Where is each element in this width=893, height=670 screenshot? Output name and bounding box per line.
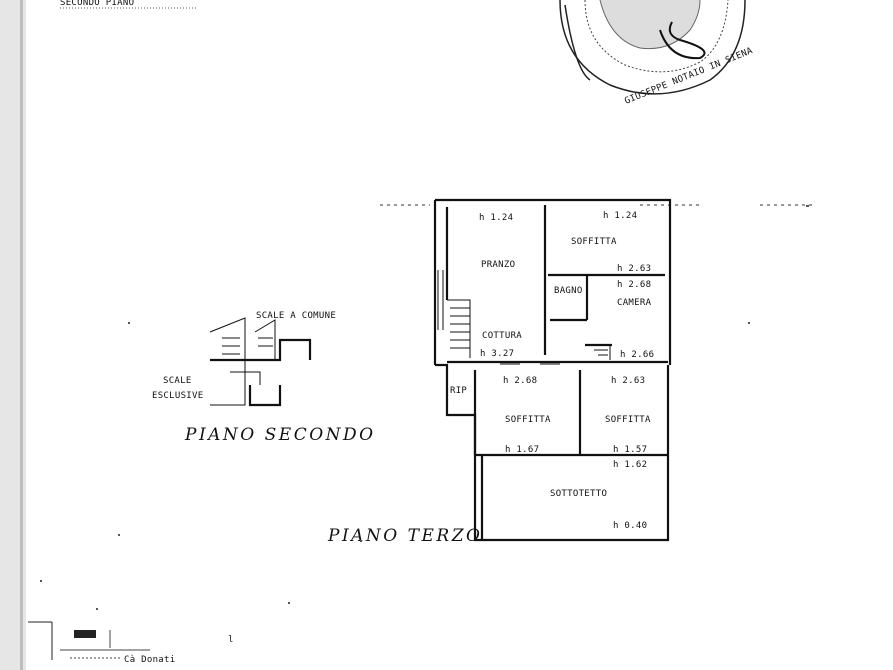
scan-marks [40, 205, 809, 610]
room-cottura: COTTURA [482, 331, 522, 341]
height-camera-bottom: h 2.66 [620, 350, 654, 360]
height-soffitta-top: h 1.24 [603, 211, 637, 221]
height-soffitta-bottom: h 2.63 [617, 264, 651, 274]
height-sottotetto-bottom: h 0.40 [613, 521, 647, 531]
room-soffitta-left: SOFFITTA [505, 415, 551, 425]
mark-l: l [228, 635, 234, 645]
height-pranzo-top: h 1.24 [479, 213, 513, 223]
room-soffitta-right: SOFFITTA [605, 415, 651, 425]
room-pranzo: PRANZO [481, 260, 515, 270]
height-soffitta-right-top: h 2.63 [611, 376, 645, 386]
third-floor-plan [433, 198, 672, 542]
bottom-stamp [28, 621, 150, 660]
notary-seal: GIUSEPPE NOTAIO IN SIENA [559, 0, 755, 107]
seal-ring-text: GIUSEPPE NOTAIO IN SIENA [623, 46, 754, 107]
height-soffitta-left-top: h 2.68 [503, 376, 537, 386]
room-camera: CAMERA [617, 298, 652, 308]
stair-exclusive-label-2: ESCLUSIVE [152, 391, 203, 401]
height-camera-top: h 2.68 [617, 280, 651, 290]
height-cottura-bottom: h 3.27 [480, 349, 514, 359]
footer-caption: Cà Donati [124, 655, 175, 665]
height-sottotetto-top: h 1.62 [613, 460, 647, 470]
height-soffitta-left-bottom: h 1.67 [505, 445, 539, 455]
header-text: SECONDO PIANO [60, 0, 134, 8]
floor-label-third: PIANO TERZO [327, 526, 482, 546]
room-sottotetto: SOTTOTETTO [550, 489, 607, 499]
room-bagno: BAGNO [554, 286, 583, 296]
second-floor-fragment [209, 317, 312, 407]
floor-label-second: PIANO SECONDO [184, 425, 376, 445]
height-soffitta-right-bottom: h 1.57 [613, 445, 647, 455]
room-soffitta-top: SOFFITTA [571, 237, 617, 247]
room-rip: RIP [450, 386, 467, 396]
stair-exclusive-label-1: SCALE [163, 376, 192, 386]
stair-common-label: SCALE A COMUNE [256, 311, 336, 321]
